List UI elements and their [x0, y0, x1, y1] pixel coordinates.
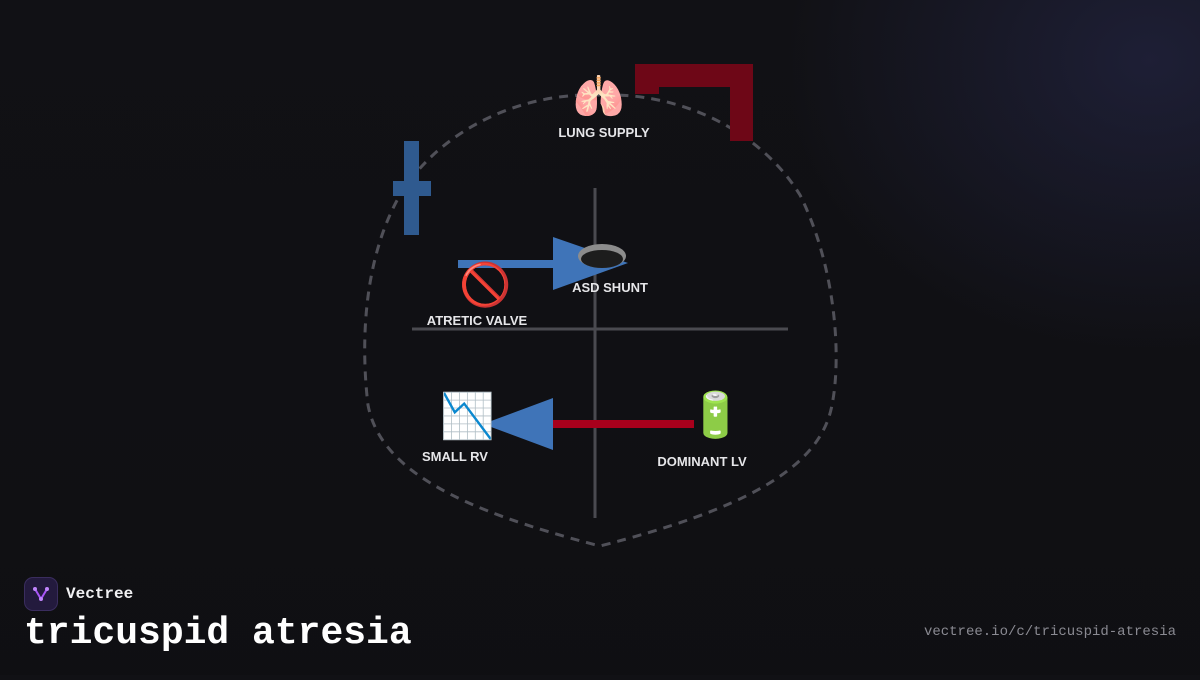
prohibited-icon: 🚫: [459, 260, 512, 309]
asd-shunt-label: ASD SHUNT: [572, 280, 648, 295]
dominant-lv-label: DOMINANT LV: [657, 454, 747, 469]
lung-supply-bracket: [635, 64, 753, 141]
page-title: tricuspid atresia: [24, 612, 412, 655]
atretic-valve-label: ATRETIC VALVE: [426, 313, 528, 328]
blue-cross-marker: [393, 141, 431, 235]
chart-decreasing-icon: 📉: [440, 391, 495, 442]
arrow-lv-to-rv: [483, 398, 694, 450]
lung-supply-label: LUNG SUPPLY: [558, 125, 650, 140]
brand-name: Vectree: [66, 585, 134, 603]
small-rv-label: SMALL RV: [422, 449, 488, 464]
page-url[interactable]: vectree.io/c/tricuspid-atresia: [923, 624, 1176, 640]
battery-icon: 🔋: [688, 390, 743, 441]
heart-outline: [363, 93, 838, 548]
hole-icon: [578, 244, 626, 268]
vectree-logo-icon: [24, 577, 58, 611]
brand[interactable]: Vectree: [24, 577, 133, 611]
lungs-icon: 🫁: [572, 72, 626, 121]
